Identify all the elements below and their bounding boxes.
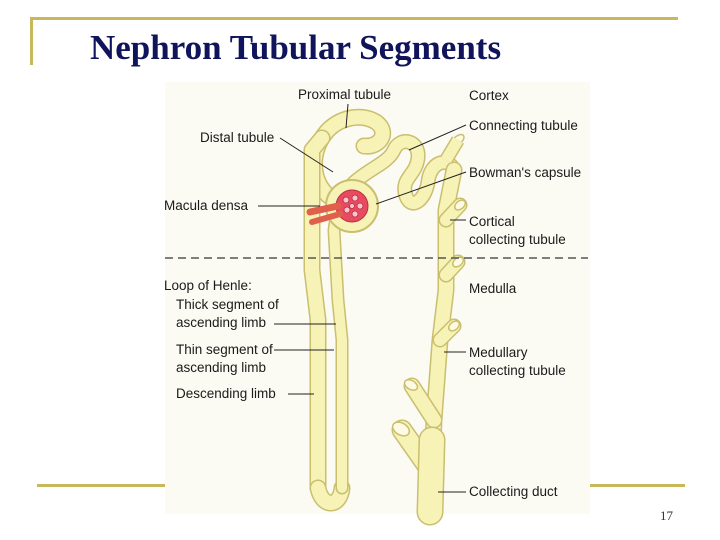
label-cortex: Cortex xyxy=(469,88,509,103)
descending-limb-shape xyxy=(305,131,329,495)
frame-top-line xyxy=(30,17,678,20)
label-connecting-tubule: Connecting tubule xyxy=(469,118,578,133)
frame-bottom-right-line xyxy=(590,484,685,487)
label-cortical-ct-line2: collecting tubule xyxy=(469,232,566,247)
label-macula-densa: Macula densa xyxy=(164,198,249,213)
frame-bottom-left-line xyxy=(37,484,167,487)
label-descending-limb: Descending limb xyxy=(176,386,276,401)
label-medullary-ct-line2: collecting tubule xyxy=(469,363,566,378)
frame-left-line xyxy=(30,17,33,65)
label-thick-segment-line2: ascending limb xyxy=(176,315,266,330)
label-bowmans-capsule: Bowman's capsule xyxy=(469,165,581,180)
page-number: 17 xyxy=(660,508,673,523)
label-loop-of-henle: Loop of Henle: xyxy=(164,278,252,293)
leader-lines xyxy=(258,103,467,493)
diagram-labels: Proximal tubule Distal tubule Macula den… xyxy=(164,87,581,499)
afferent-arteriole-shape xyxy=(306,202,342,216)
slide-title: Nephron Tubular Segments xyxy=(90,28,502,67)
label-proximal-tubule: Proximal tubule xyxy=(298,87,391,102)
distal-tubule-shape xyxy=(332,135,460,211)
tubule-system xyxy=(303,108,468,526)
label-medullary-ct-line1: Medullary xyxy=(469,345,528,360)
label-medulla: Medulla xyxy=(469,281,517,296)
label-thin-segment-line1: Thin segment of xyxy=(176,342,273,357)
label-cortical-ct-line1: Cortical xyxy=(469,214,515,229)
diagram-panel xyxy=(165,82,590,514)
label-thick-segment-line1: Thick segment of xyxy=(176,297,279,312)
label-distal-tubule: Distal tubule xyxy=(200,130,274,145)
label-collecting-duct: Collecting duct xyxy=(469,484,558,499)
connecting-branch xyxy=(441,137,463,163)
label-thin-segment-line2: ascending limb xyxy=(176,360,266,375)
collecting-duct-shape xyxy=(418,428,444,524)
glomerulus-loops xyxy=(342,194,364,218)
efferent-arteriole-shape xyxy=(309,211,343,225)
